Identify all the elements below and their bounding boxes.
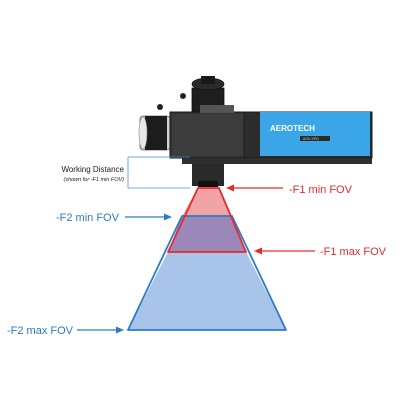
bottom-plate [182, 158, 372, 164]
f1-min-label: -F1 min FOV [289, 184, 353, 196]
overlap-region [168, 216, 246, 252]
f1-max-arrow [254, 247, 315, 255]
wd-title: Working Distance [61, 165, 124, 174]
f2-max-arrow [77, 326, 124, 334]
wd-subtitle: (shown for -F1 min FOV) [63, 177, 124, 183]
model-plate [300, 136, 330, 141]
blue-panel [260, 112, 370, 156]
model-text: AGV-XPO [303, 137, 319, 141]
f1-outline [167, 187, 247, 253]
fov-volumes [127, 187, 287, 331]
motor-mount [200, 105, 234, 113]
connector-left [157, 104, 163, 110]
f2-min-arrow [125, 213, 172, 221]
side-motor-cap [138, 116, 148, 150]
brand-text: AEROTECH [270, 124, 315, 133]
side-motor-body [145, 116, 167, 150]
scanner-device [138, 76, 373, 187]
f2-outline [127, 215, 287, 331]
lens-housing [192, 164, 224, 186]
top-motor-shaft [201, 76, 215, 84]
working-distance-bracket [127, 156, 190, 189]
housing-left-face [172, 114, 248, 156]
connector-top [180, 93, 186, 99]
f2-min-label: -F2 min FOV [56, 212, 120, 224]
f2-max-label: -F2 max FOV [7, 325, 74, 337]
f1-min-arrow [226, 184, 283, 192]
lens [198, 181, 218, 187]
f2-max-region [128, 252, 286, 330]
f1-max-label: -F1 max FOV [320, 246, 387, 258]
